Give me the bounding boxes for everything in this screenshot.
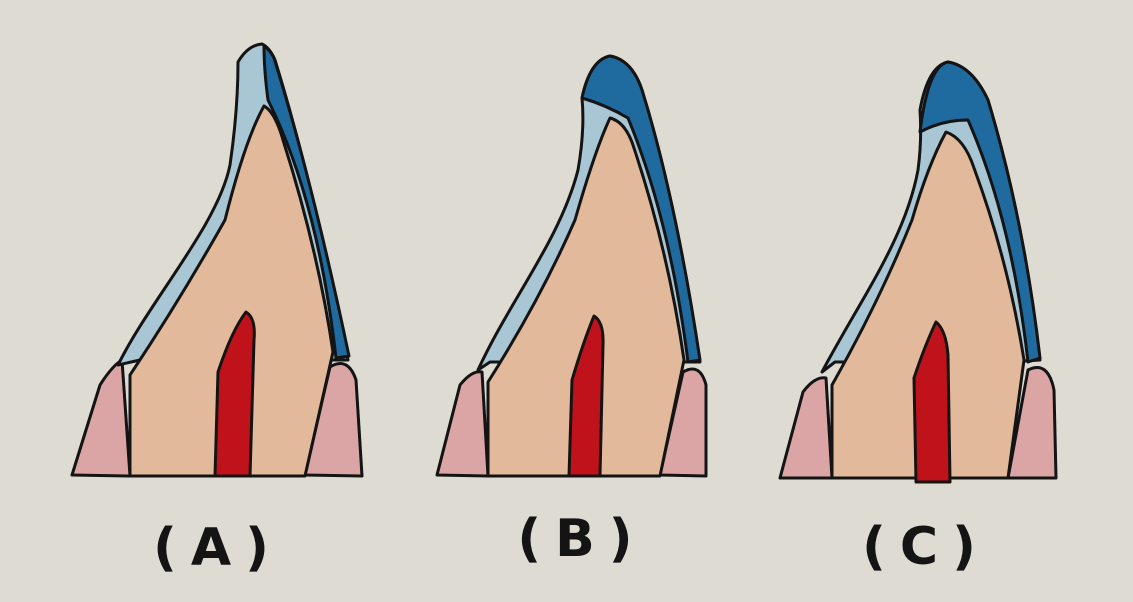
panel-label-c: (C) bbox=[862, 517, 990, 577]
panel-label-b: (B) bbox=[517, 509, 646, 569]
panel-label-a: (A) bbox=[153, 518, 283, 578]
